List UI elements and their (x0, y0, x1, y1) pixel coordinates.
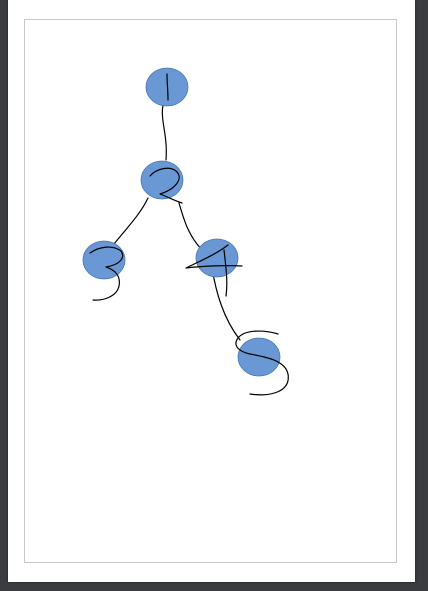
edge-2-3 (113, 197, 149, 245)
node-label-4 (185, 244, 243, 297)
edge-1-2 (161, 104, 167, 161)
node-circle-3 (82, 240, 126, 280)
edges-layer (113, 104, 241, 341)
node-circle-4 (195, 238, 239, 278)
node-circle-2 (140, 160, 184, 200)
nodes-layer (82, 67, 281, 377)
document-page (8, 0, 415, 582)
page-margin-frame (24, 19, 397, 563)
node-label-3 (89, 246, 124, 301)
node-label-5 (235, 330, 289, 396)
edge-2-4 (178, 202, 203, 251)
node-label-1 (166, 73, 169, 101)
node-label-2 (149, 167, 183, 204)
labels-layer (89, 73, 289, 396)
node-circle-5 (237, 337, 281, 377)
